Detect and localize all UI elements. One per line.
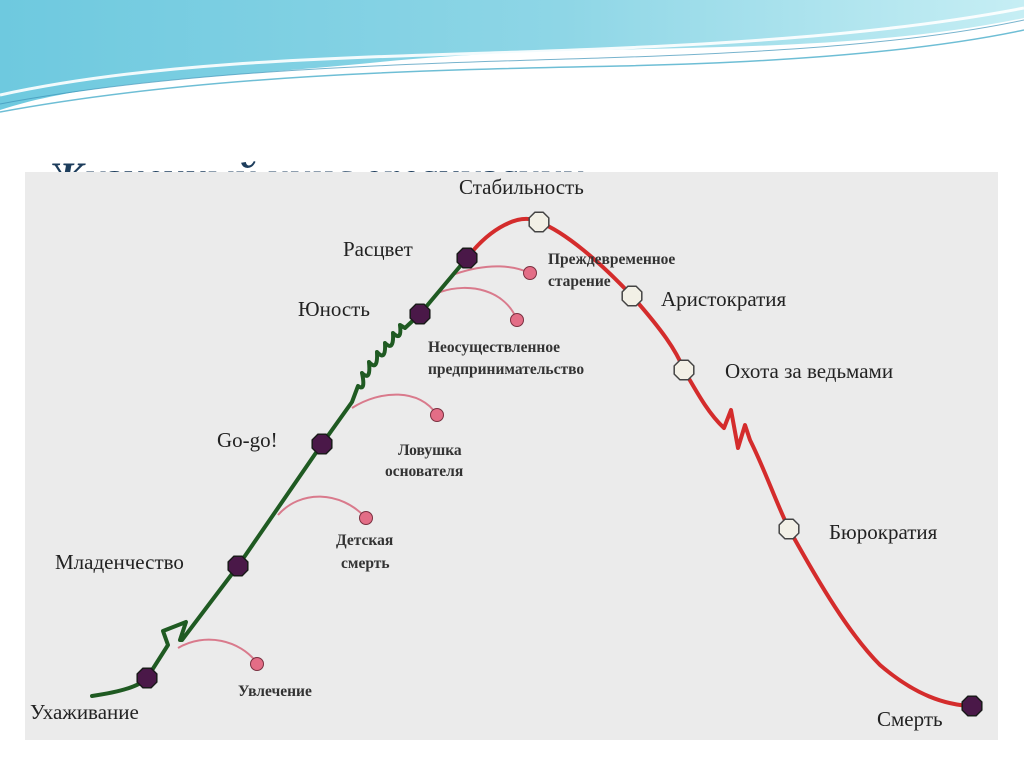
stage-label-aristocracy: Аристократия xyxy=(661,287,787,311)
trap-labels: Увлечение Детская смерть Ловушка основат… xyxy=(238,251,675,700)
stage-label-infancy: Младенчество xyxy=(55,550,184,574)
octagon-dark-node-icon xyxy=(136,667,158,689)
stage-label-prime: Расцвет xyxy=(343,237,413,261)
trap-label-unfulfilled-1: Неосуществленное xyxy=(428,339,560,356)
decline-curve xyxy=(465,217,974,708)
circle-pink-dot-icon xyxy=(359,511,373,525)
octagon-dark-node-icon xyxy=(456,247,478,269)
stage-label-gogo: Go-go! xyxy=(217,428,278,452)
octagon-dark-node-icon xyxy=(409,303,431,325)
octagon-light-node-icon xyxy=(673,359,695,381)
stage-label-adolescence: Юность xyxy=(298,297,370,321)
stage-label-bureaucracy: Бюрократия xyxy=(829,520,938,544)
stage-label-witch-hunt: Охота за ведьмами xyxy=(725,359,893,383)
wave-header xyxy=(0,0,1024,113)
trap-branch-infant-mortality xyxy=(277,495,367,519)
stage-label-death: Смерть xyxy=(877,707,943,731)
circle-pink-dot-icon xyxy=(523,266,537,280)
stage-labels: Ухаживание Младенчество Go-go! Юность Ра… xyxy=(30,175,943,731)
octagon-dark-node-icon xyxy=(227,555,249,577)
octagon-light-node-icon xyxy=(621,285,643,307)
circle-pink-dot-icon xyxy=(430,408,444,422)
trap-label-infant-mortality-1: Детская xyxy=(336,532,393,549)
trap-label-founder-trap-1: Ловушка xyxy=(398,442,462,459)
trap-branch-affair xyxy=(177,638,258,664)
decline-nodes xyxy=(528,211,800,540)
circle-pink-dot-icon xyxy=(250,657,264,671)
trap-branch-unfulfilled xyxy=(439,286,518,321)
trap-branches xyxy=(177,265,531,664)
circle-pink-dot-icon xyxy=(510,313,524,327)
octagon-dark-node-icon xyxy=(311,433,333,455)
trap-label-unfulfilled-2: предпринимательство xyxy=(428,361,584,378)
trap-end-dots xyxy=(250,266,537,671)
growth-curve xyxy=(90,256,469,698)
octagon-dark-node-icon xyxy=(961,695,983,717)
trap-label-premature-aging-2: старение xyxy=(548,273,611,290)
growth-nodes xyxy=(136,247,983,717)
trap-label-affair: Увлечение xyxy=(238,683,312,700)
stage-label-stability: Стабильность xyxy=(459,175,584,199)
octagon-light-node-icon xyxy=(528,211,550,233)
trap-label-infant-mortality-2: смерть xyxy=(341,555,390,572)
trap-branch-founder-trap xyxy=(351,393,438,416)
trap-label-founder-trap-2: основателя xyxy=(385,463,463,480)
diagram-panel xyxy=(25,172,998,740)
trap-label-premature-aging-1: Преждевременное xyxy=(548,251,675,268)
stage-label-courtship: Ухаживание xyxy=(30,700,139,724)
octagon-light-node-icon xyxy=(778,518,800,540)
